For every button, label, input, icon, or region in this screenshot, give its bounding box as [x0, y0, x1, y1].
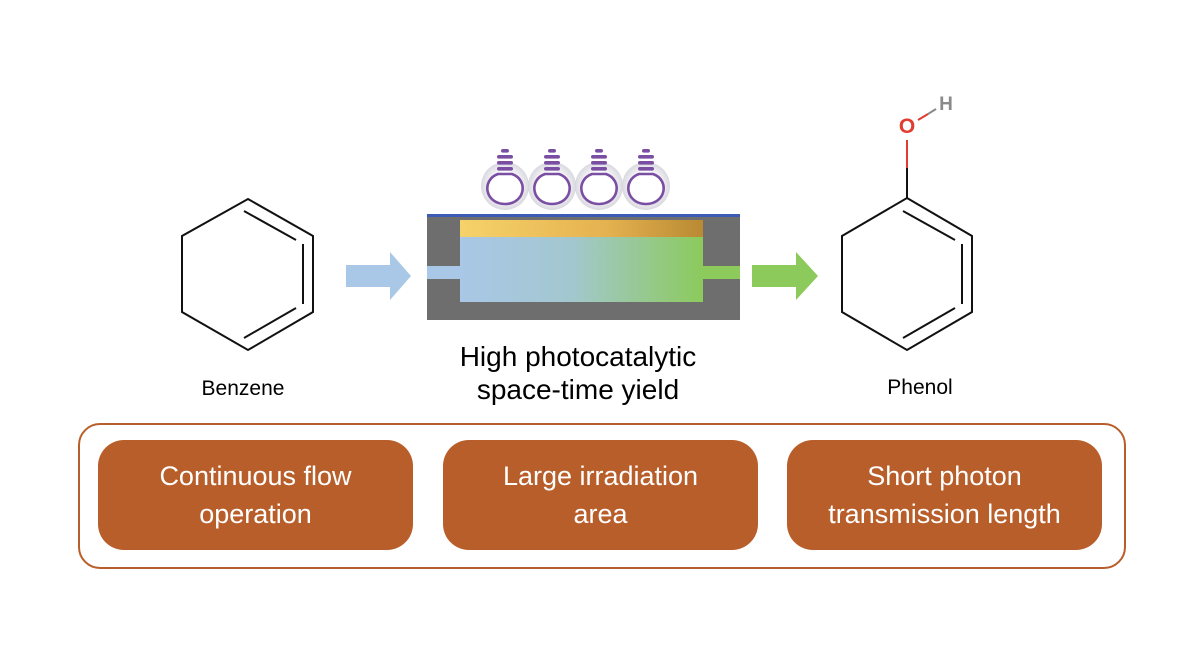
lamp-icon [528, 149, 576, 210]
benzene-structure [181, 197, 314, 352]
reactor-caption: High photocatalytic space-time yield [459, 341, 697, 405]
benzene-label: Benzene [201, 377, 285, 400]
hydrogen-atom-label: H [939, 94, 953, 115]
feature-label: Short photon transmission length [828, 461, 1061, 529]
feature-large-irradiation: Large irradiation area [443, 440, 758, 550]
features-panel [78, 423, 1126, 569]
phenol-label: Phenol [887, 376, 953, 399]
outlet-arrow [752, 252, 818, 300]
flow-reactor [427, 214, 740, 320]
feature-label: Continuous flow operation [159, 461, 352, 529]
lamp-icon [622, 149, 670, 210]
feature-label: Large irradiation area [502, 461, 699, 529]
lamp-icon [575, 149, 623, 210]
phenol-structure: O H [841, 94, 973, 352]
inlet-arrow [346, 252, 411, 300]
lamp-row [481, 149, 670, 210]
feature-continuous-flow: Continuous flow operation [98, 440, 413, 550]
lamp-icon [481, 149, 529, 210]
feature-short-photon-length: Short photon transmission length [787, 440, 1102, 550]
oxygen-atom-label: O [899, 115, 915, 138]
